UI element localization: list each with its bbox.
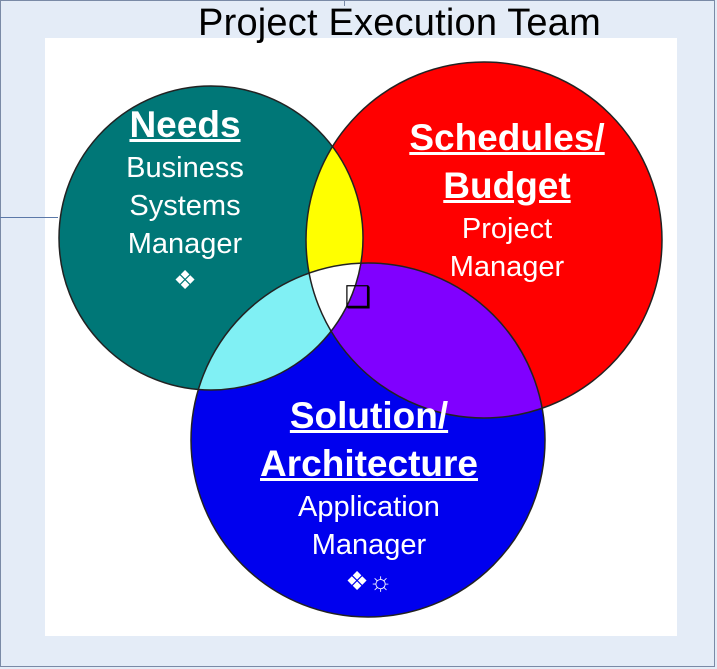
diamond-star-icon: ❖ (173, 265, 197, 295)
circle-outlines (58, 61, 663, 618)
diamond-star-sun-icons: ❖☼ (345, 566, 393, 596)
needs-role-line-1: Business (126, 152, 244, 184)
schedules-solution-overlap (306, 263, 545, 418)
shadowed-box-icon: ❑ (344, 281, 372, 314)
solution-role-line-2: Manager (311, 529, 427, 561)
needs-role-line-2: Systems (129, 190, 241, 222)
needs-heading: Needs (129, 104, 241, 145)
solution-role-line-1: Application (298, 491, 440, 523)
schedules-heading-line-2: Budget (443, 165, 571, 206)
needs-label-group: Needs Business Systems Manager ❖ (126, 101, 244, 297)
schedules-label-group: Schedules/ Budget Project Manager (409, 114, 604, 286)
schedules-role-line-1: Project (461, 213, 553, 245)
needs-role-line-3: Manager (127, 228, 243, 260)
schedules-heading-line-1: Schedules/ (409, 117, 605, 158)
connector-line (0, 217, 58, 218)
schedules-role-line-2: Manager (449, 251, 565, 283)
solution-label-group: Solution/ Architecture Application Manag… (260, 392, 478, 598)
solution-heading-line-1: Solution/ (289, 395, 449, 436)
diagram-title: Project Execution Team (198, 2, 601, 44)
top-tick-line (344, 0, 345, 6)
solution-heading-line-2: Architecture (260, 443, 478, 484)
needs-solution-overlap (191, 263, 363, 390)
